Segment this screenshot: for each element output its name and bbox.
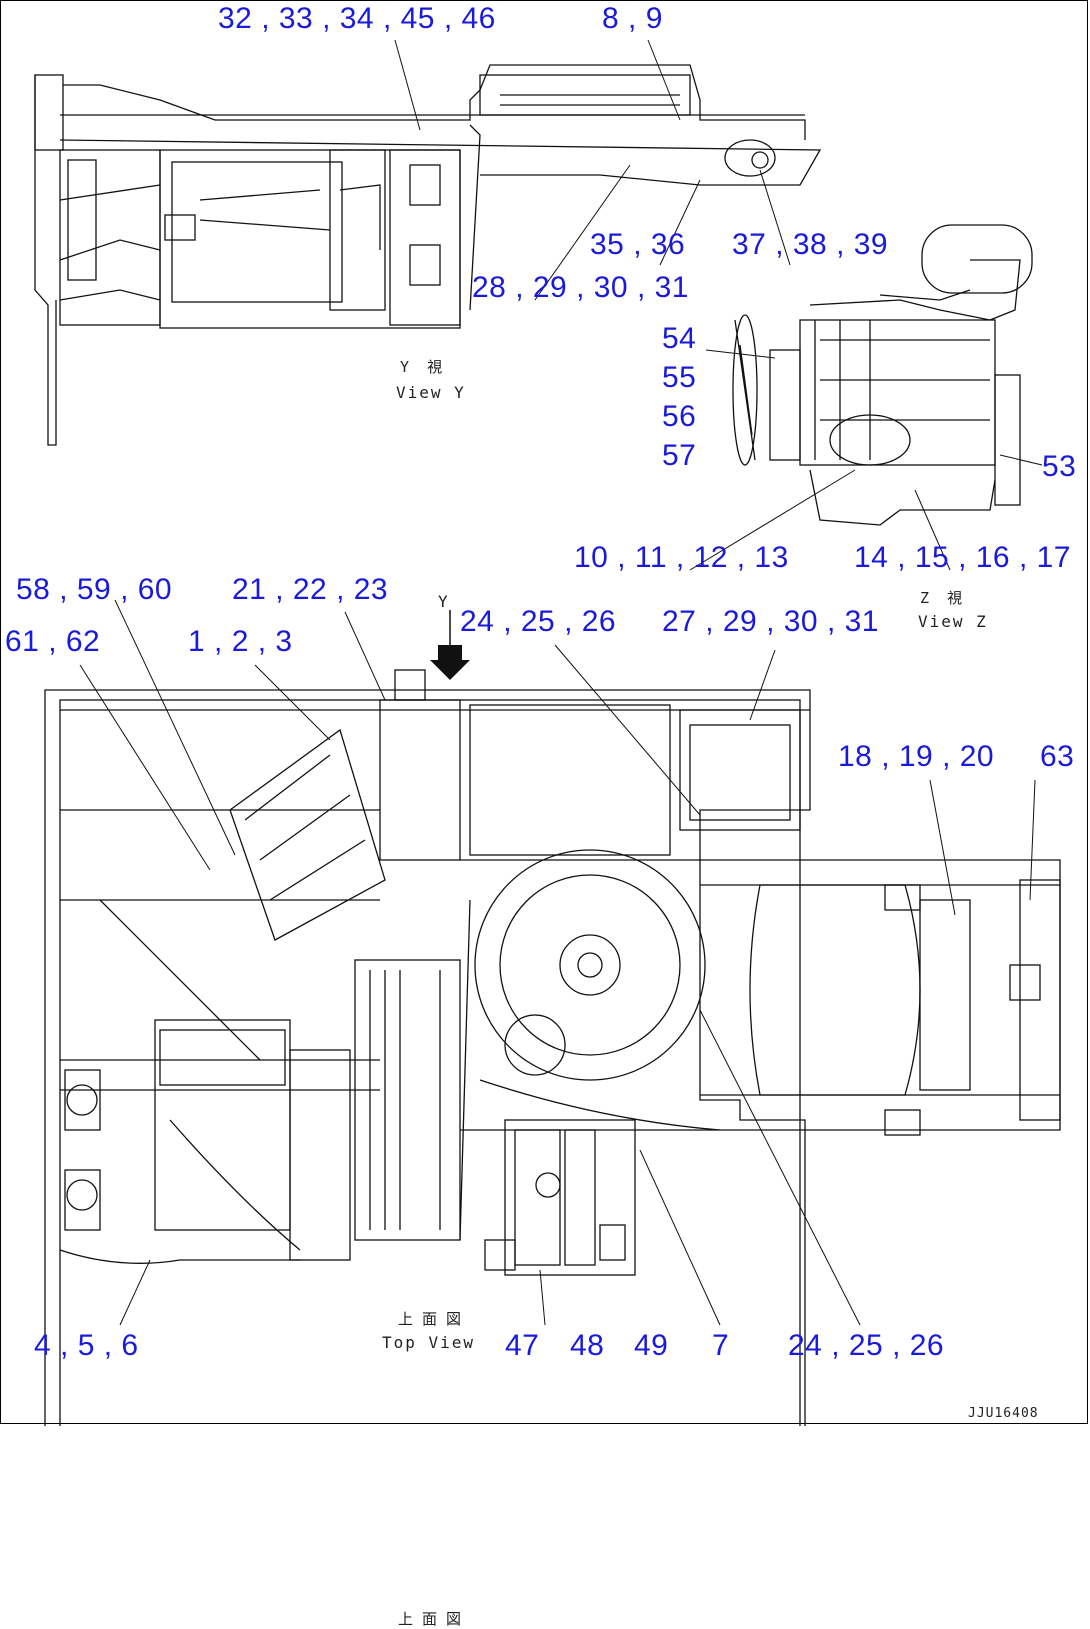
callout-35-36: 35 , 36 bbox=[590, 228, 686, 261]
callout-18-19-20: 18 , 19 , 20 bbox=[838, 740, 995, 773]
callout-61-62: 61 , 62 bbox=[5, 625, 101, 658]
callout-58-59-60: 58 , 59 , 60 bbox=[16, 573, 173, 606]
callout-49: 49 bbox=[634, 1329, 669, 1362]
callout-14-15-16-17: 14 , 15 , 16 , 17 bbox=[854, 541, 1071, 574]
view-y-drawing bbox=[34, 64, 822, 446]
callout-8-9: 8 , 9 bbox=[602, 2, 663, 35]
callout-21-22-23: 21 , 22 , 23 bbox=[232, 573, 389, 606]
callout-32-33-34-45-46: 32 , 33 , 34 , 45 , 46 bbox=[218, 2, 496, 35]
callout-27-29-30-31: 27 , 29 , 30 , 31 bbox=[662, 605, 879, 638]
callout-57: 57 bbox=[662, 439, 697, 472]
callout-48: 48 bbox=[570, 1329, 605, 1362]
callout-24-25-26-lower: 24 , 25 , 26 bbox=[788, 1329, 945, 1362]
document-id: JJU16408 bbox=[968, 1406, 1039, 1421]
view-y-en-label: View Y bbox=[396, 383, 466, 402]
view-y-arrow bbox=[430, 610, 470, 680]
top-view-en-label: Top View bbox=[382, 1333, 476, 1352]
callout-10-11-12-13: 10 , 11 , 12 , 13 bbox=[574, 541, 789, 574]
view-y-jp-label: Y 視 bbox=[400, 358, 443, 376]
callout-1-2-3: 1 , 2 , 3 bbox=[188, 625, 293, 658]
callout-47: 47 bbox=[505, 1329, 540, 1362]
view-y-arrow-letter: Y bbox=[438, 592, 450, 611]
leader-lines bbox=[79, 39, 1043, 1326]
technical-drawing bbox=[34, 39, 1061, 1426]
view-z-jp-label: Z 視 bbox=[920, 589, 963, 607]
callout-37-38-39: 37 , 38 , 39 bbox=[732, 228, 889, 261]
top-view-jp-label: 上 面 図 bbox=[398, 1610, 462, 1628]
callout-56: 56 bbox=[662, 400, 697, 433]
callout-7: 7 bbox=[712, 1329, 730, 1362]
drawing-frame bbox=[0, 0, 1088, 1424]
callout-63: 63 bbox=[1040, 740, 1075, 773]
callout-24-25-26-upper: 24 , 25 , 26 bbox=[460, 605, 617, 638]
callout-54: 54 bbox=[662, 322, 697, 355]
callout-53: 53 bbox=[1042, 450, 1077, 483]
callout-28-29-30-31: 28 , 29 , 30 , 31 bbox=[472, 271, 689, 304]
view-z-en-label: View Z bbox=[918, 612, 988, 631]
top-view-drawing bbox=[44, 669, 1061, 1426]
callout-4-5-6: 4 , 5 , 6 bbox=[34, 1329, 139, 1362]
view-z-drawing bbox=[732, 224, 1033, 526]
top-view-jp-label-visible: 上 面 図 bbox=[398, 1310, 462, 1328]
callout-55: 55 bbox=[662, 361, 697, 394]
